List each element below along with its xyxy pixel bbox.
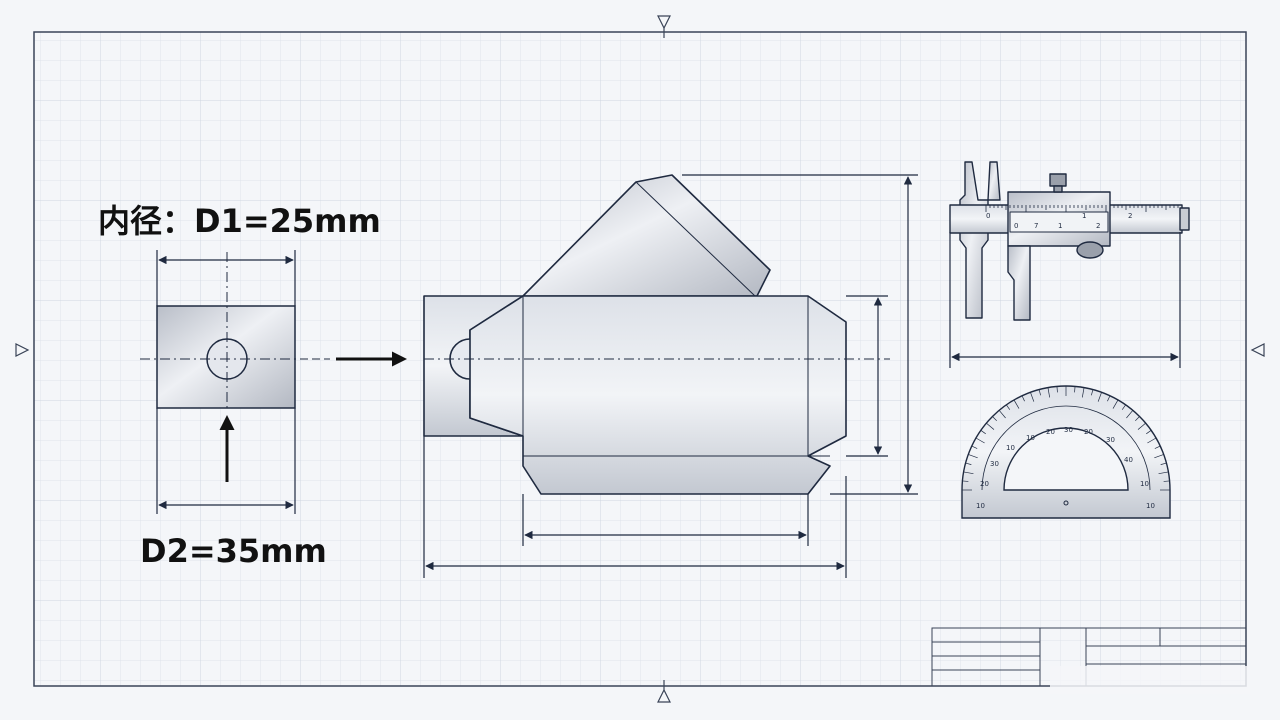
protractor-tick	[1081, 387, 1085, 398]
protractor-tick	[1047, 387, 1051, 398]
protractor-tick	[1135, 416, 1140, 421]
caliper-main-0: 0	[986, 212, 990, 220]
protractor-tick	[975, 437, 985, 444]
protractor-tick	[1158, 471, 1169, 475]
inner-diameter-label: 内径：D1=25mm	[98, 202, 381, 240]
protractor-tick	[1006, 404, 1011, 410]
protractor-tick	[1097, 392, 1102, 402]
protractor-tick	[1154, 445, 1161, 449]
protractor-tick	[1154, 454, 1164, 459]
protractor-tick	[1121, 404, 1126, 410]
caliper-vernier-0: 0	[1014, 222, 1018, 230]
protractor-tick	[986, 422, 995, 430]
protractor-tick	[963, 471, 974, 475]
pipe-fitting-part	[423, 174, 890, 495]
protractor-num-11: 10	[1140, 480, 1149, 488]
protractor-tick	[1137, 422, 1146, 430]
protractor-tick	[998, 410, 1006, 419]
caliper-vernier-7: 7	[1034, 222, 1038, 230]
vernier-caliper	[949, 161, 1190, 321]
protractor-num-7: 30	[1064, 426, 1073, 434]
fitting-dimensions	[423, 174, 918, 578]
protractor-tick	[962, 480, 969, 482]
outer-diameter-label: D2=35mm	[140, 532, 327, 570]
protractor-num-6: 20	[1046, 428, 1055, 436]
protractor-tick	[1163, 480, 1170, 482]
protractor-tick	[1030, 392, 1035, 402]
protractor-num-2: 20	[980, 480, 989, 488]
protractor-num-3: 30	[990, 460, 999, 468]
protractor-tick	[1074, 386, 1076, 393]
protractor-tick	[1013, 399, 1020, 409]
protractor-num-5: 10	[1026, 434, 1035, 442]
protractor-tick	[971, 445, 978, 449]
bushing-part	[140, 252, 300, 409]
caliper-vernier-2: 2	[1096, 222, 1100, 230]
dimension-d2	[156, 408, 296, 514]
protractor-tick	[980, 430, 986, 435]
protractor-num-10: 40	[1124, 456, 1133, 464]
protractor-tick	[1091, 389, 1094, 396]
protractor-tick	[1107, 395, 1111, 402]
protractor-numbers: 10 20 30 10 10 20 30 20 30 40 10 10	[976, 426, 1155, 510]
protractor-tick	[1126, 410, 1134, 419]
caliper-vernier-1: 1	[1058, 222, 1062, 230]
protractor-num-1: 10	[976, 502, 985, 510]
protractor-tick	[1147, 437, 1157, 444]
caliper-main-2: 2	[1128, 212, 1132, 220]
caliper-main-1: 1	[1082, 212, 1086, 220]
protractor-tick	[968, 454, 978, 459]
protractor-tick	[1021, 395, 1025, 402]
protractor-num-12: 10	[1146, 502, 1155, 510]
dimension-d1	[156, 250, 296, 306]
protractor-num-4: 10	[1006, 444, 1015, 452]
protractor-tick	[1112, 399, 1119, 409]
protractor-num-8: 20	[1084, 428, 1093, 436]
protractor-tick	[1146, 430, 1152, 435]
caliper-dimension	[949, 232, 1181, 368]
protractor-num-9: 30	[1106, 436, 1115, 444]
protractor	[961, 385, 1171, 519]
watermark-area	[1050, 666, 1250, 694]
centering-marks	[15, 15, 1265, 703]
protractor-tick	[1160, 462, 1167, 465]
protractor-tick	[992, 416, 997, 421]
protractor-tick	[1056, 386, 1058, 393]
protractor-tick	[965, 462, 972, 465]
protractor-tick	[1038, 389, 1041, 396]
caliper-scale: 0 1 2 0 7 1 2	[985, 205, 1179, 230]
